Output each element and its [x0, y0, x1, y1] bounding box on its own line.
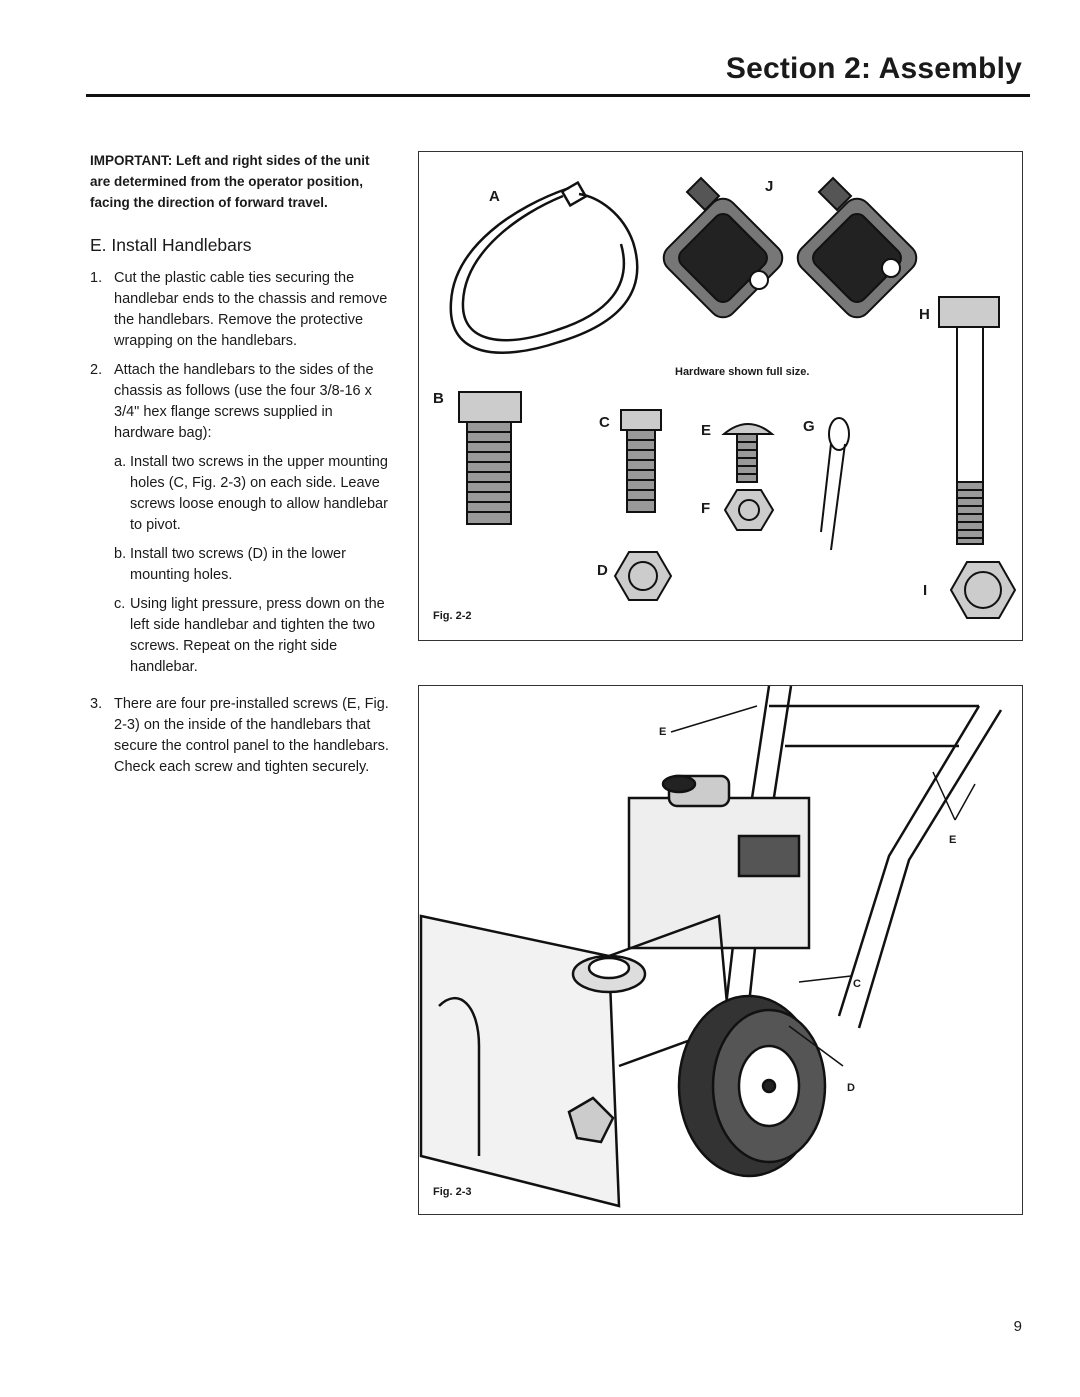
substep-text: Install two screws in the upper mounting…: [130, 454, 388, 533]
step-number: 1.: [90, 270, 103, 286]
figure-caption: Fig. 2-2: [433, 610, 472, 622]
snow-thrower-illustration: [419, 686, 1003, 1208]
label-e-right: E: [949, 834, 957, 846]
substep-c: c. Using light pressure, press down on t…: [114, 594, 390, 678]
page-number: 9: [1013, 1318, 1022, 1335]
figure-handlebar-assembly: E E C D Fig. 2-3: [418, 685, 1023, 1215]
bolt-e-illustration: [721, 423, 775, 483]
substep-text: Install two screws (D) in the lower moun…: [130, 546, 346, 583]
step-2: 2. Attach the handlebars to the sides of…: [90, 360, 390, 686]
step-text: There are four pre-installed screws (E, …: [114, 696, 389, 775]
cable-tie-illustration: [449, 180, 639, 354]
label-i: I: [923, 582, 928, 599]
figure-hardware: A J H B C E G F D I Hardware shown full …: [418, 151, 1023, 641]
label-h: H: [919, 306, 930, 323]
important-note: IMPORTANT: Left and right sides of the u…: [90, 153, 370, 210]
step-body: Attach the handlebars to the sides of th…: [114, 360, 390, 686]
label-e-upper: E: [659, 726, 667, 738]
bolt-b-illustration: [458, 391, 522, 525]
step-number: 2.: [90, 362, 103, 378]
substep-letter: a.: [114, 454, 127, 470]
cotter-pin-illustration: [820, 417, 850, 551]
label-f: F: [701, 500, 711, 517]
engine-illustration: [627, 774, 811, 950]
substep-a: a. Install two screws in the upper mount…: [114, 452, 390, 536]
substeps-list: a. Install two screws in the upper mount…: [114, 452, 390, 678]
figure-caption: Fig. 2-3: [433, 1186, 472, 1198]
step-1: 1. Cut the plastic cable ties securing t…: [90, 268, 390, 352]
label-j: J: [765, 178, 774, 195]
label-e: E: [701, 422, 712, 439]
nut-f-illustration: [723, 489, 775, 531]
label-g: G: [803, 418, 815, 435]
step-text: Cut the plastic cable ties securing the …: [114, 270, 388, 349]
step-text: Attach the handlebars to the sides of th…: [114, 362, 374, 441]
step-number: 3.: [90, 696, 103, 712]
label-d: D: [597, 562, 608, 579]
instructions-column: IMPORTANT: Left and right sides of the u…: [90, 150, 390, 786]
nut-i-illustration: [949, 561, 1017, 619]
substep-text: Using light pressure, press down on the …: [130, 596, 385, 675]
label-b: B: [433, 390, 444, 407]
substep-letter: b.: [114, 546, 127, 562]
substep-b: b. Install two screws (D) in the lower m…: [114, 544, 390, 586]
callout-leaders: [670, 705, 976, 1067]
auger-housing-illustration: [419, 914, 731, 1208]
step-3: 3. There are four pre-installed screws (…: [90, 694, 390, 778]
header-rule: [86, 94, 1030, 97]
section-heading: E. Install Handlebars: [90, 235, 252, 255]
hardware-note: Hardware shown full size.: [675, 366, 810, 378]
hardware-illustration: [449, 176, 1017, 619]
steps-list: 1. Cut the plastic cable ties securing t…: [90, 268, 390, 778]
label-c: C: [853, 978, 861, 990]
long-bolt-illustration: [938, 296, 1000, 545]
bolt-c-illustration: [620, 409, 662, 513]
label-d: D: [847, 1082, 855, 1094]
page-title: Section 2: Assembly: [725, 52, 1022, 85]
nut-d-illustration: [613, 551, 673, 601]
label-a: A: [489, 188, 500, 205]
label-c: C: [599, 414, 610, 431]
substep-letter: c.: [114, 596, 126, 612]
push-pin-illustration: [662, 176, 918, 319]
wheel-illustration: [677, 994, 827, 1178]
